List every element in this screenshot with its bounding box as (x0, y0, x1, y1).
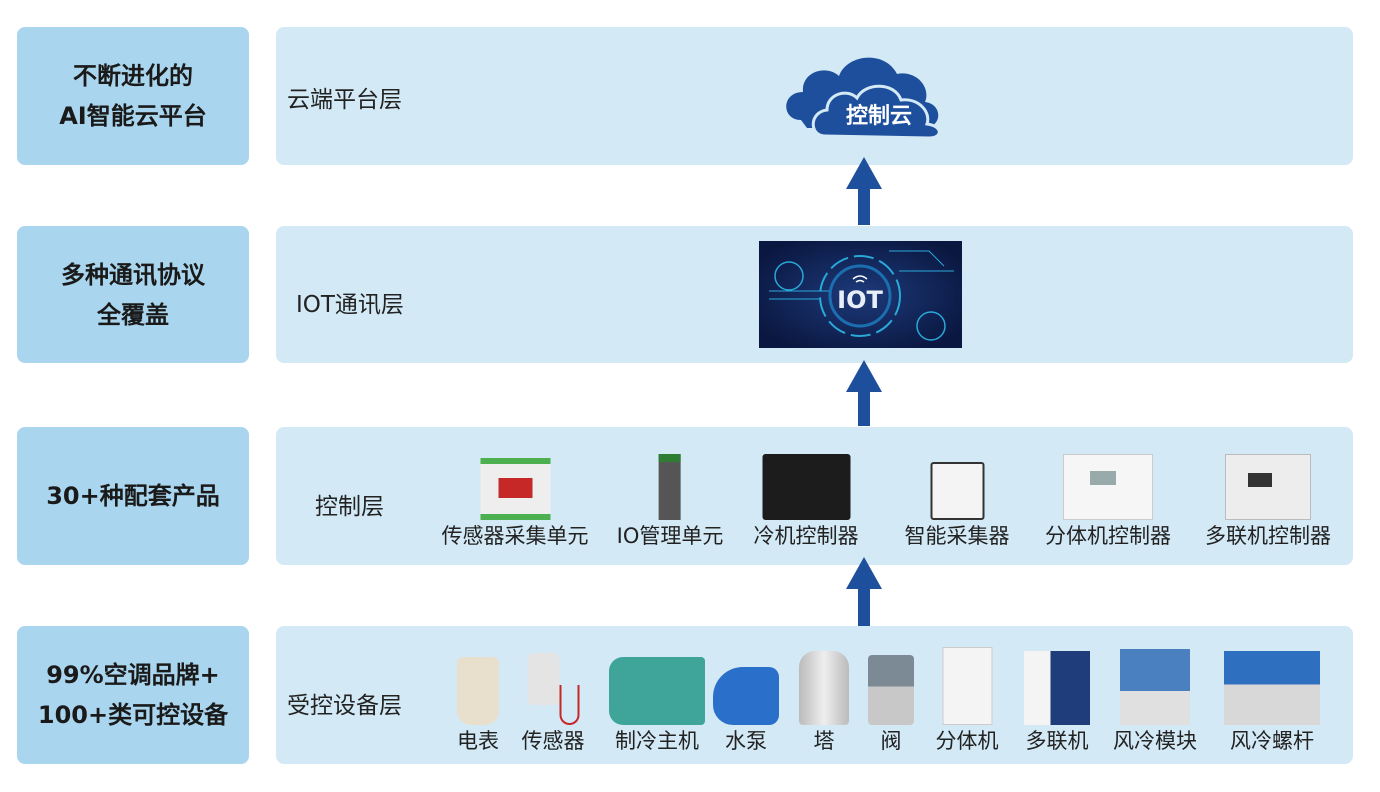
device-split-unit: 分体机 (936, 635, 999, 755)
device-valve: 阀 (868, 635, 914, 755)
iot-image: IOT (759, 241, 962, 348)
device-cooling-tower: 塔 (799, 635, 849, 755)
layer-label: IOT通讯层 (296, 292, 404, 318)
device-chiller: 制冷主机 (609, 635, 705, 755)
layer-label: 受控设备层 (287, 693, 402, 719)
cloud-label: 控制云 (846, 103, 912, 129)
device-air-cooled-module: 风冷模块 (1113, 635, 1197, 755)
arrow-up-icon (846, 360, 882, 426)
arrow-up-icon (846, 157, 882, 225)
layer-label: 云端平台层 (287, 87, 402, 113)
feature-box-products: 30+种配套产品 (17, 427, 249, 565)
product-smart-collector: 智能采集器 (905, 440, 1010, 550)
svg-text:IOT: IOT (837, 286, 883, 314)
layer-label: 控制层 (315, 494, 384, 520)
device-pump: 水泵 (713, 635, 779, 755)
feature-box-protocol: 多种通讯协议全覆盖 (17, 226, 249, 363)
device-vrf: 多联机 (1024, 635, 1090, 755)
feature-box-devices: 99%空调品牌+100+类可控设备 (17, 626, 249, 764)
cloud-icon: 控制云 (786, 57, 941, 140)
device-meter: 电表 (457, 635, 499, 755)
product-split-controller: 分体机控制器 (1045, 440, 1171, 550)
product-vrf-controller: 多联机控制器 (1205, 440, 1331, 550)
product-chiller-controller: 冷机控制器 (754, 440, 859, 550)
product-io-manager: IO管理单元 (617, 440, 723, 550)
product-sensor-collector: 传感器采集单元 (442, 440, 589, 550)
device-air-cooled-screw: 风冷螺杆 (1224, 635, 1320, 755)
device-sensor: 传感器 (522, 635, 585, 755)
arrow-up-icon (846, 557, 882, 626)
